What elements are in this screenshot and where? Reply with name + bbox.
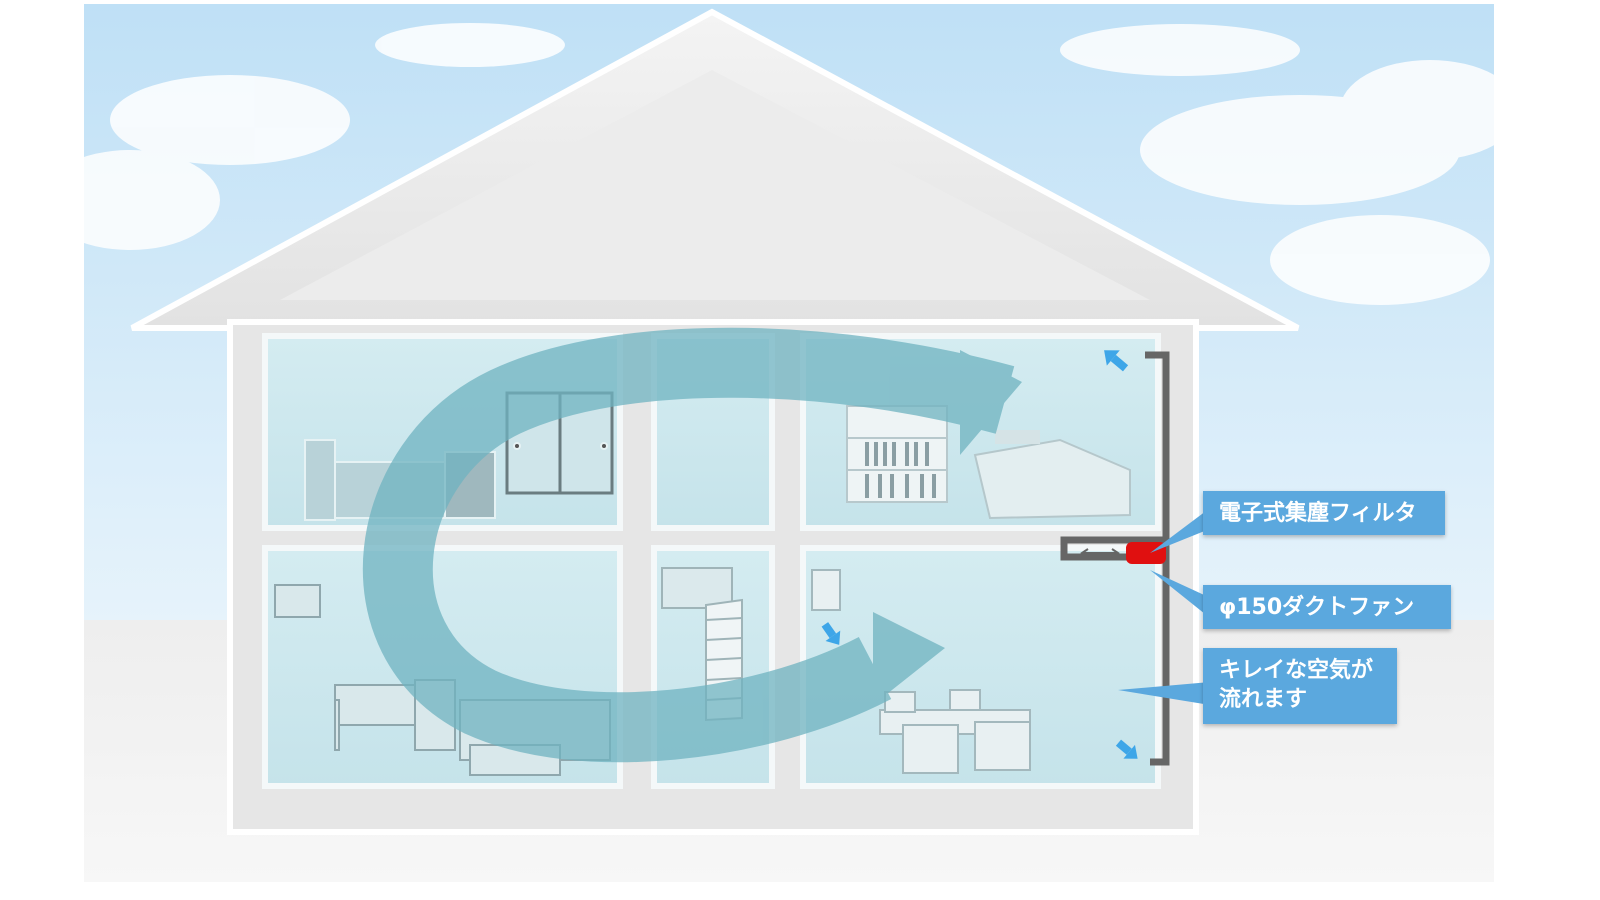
- gable-inner: [280, 70, 1150, 300]
- callout-filter: 電子式集塵フィルタ: [1203, 491, 1445, 535]
- callout-air: キレイな空気が 流れます: [1203, 648, 1397, 724]
- label-filter: 電子式集塵フィルタ: [1219, 501, 1417, 526]
- vent-arrows: [821, 350, 1138, 759]
- armchair-1: [902, 724, 959, 774]
- callout-tails: [1118, 508, 1215, 705]
- callout-fan: φ150ダクトファン: [1203, 585, 1451, 629]
- cabinet: [274, 584, 321, 618]
- circulation-arrow: [362, 327, 1022, 763]
- box-shelf: [811, 569, 841, 611]
- vent-arrow-middle: [821, 622, 841, 645]
- furniture-bedroom-right: [846, 405, 1131, 520]
- clouds: [40, 23, 1520, 305]
- bed-headboard: [304, 439, 336, 521]
- armchair-2: [974, 721, 1031, 771]
- duct-flow-marker: [1080, 548, 1120, 558]
- filter-unit: [1126, 542, 1166, 564]
- vent-arrow-lower: [1115, 739, 1138, 759]
- furniture-living-right: [811, 569, 1031, 774]
- label-air-line2: 流れます: [1219, 687, 1308, 712]
- bed-right: [973, 438, 1131, 520]
- duct-pipe: [1060, 351, 1170, 766]
- label-air-line1: キレイな空気が: [1219, 658, 1374, 683]
- vent-arrow-upper: [1104, 350, 1129, 372]
- label-fan: φ150ダクトファン: [1219, 595, 1415, 620]
- bookshelf: [846, 405, 948, 503]
